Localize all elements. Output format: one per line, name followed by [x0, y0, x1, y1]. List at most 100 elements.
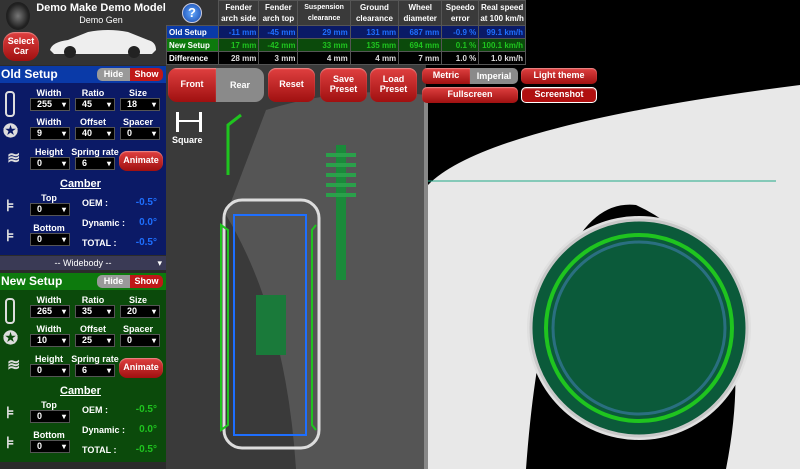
- animate-button[interactable]: Animate: [119, 358, 163, 378]
- hub: [256, 295, 286, 355]
- fullscreen-button[interactable]: Fullscreen: [422, 87, 518, 103]
- animate-button[interactable]: Animate: [119, 151, 163, 171]
- col-header: Fender arch side: [217, 0, 260, 26]
- load-preset-button[interactable]: Load Preset: [370, 68, 417, 102]
- new-setup-title: New Setup: [1, 274, 63, 288]
- rim-icon: ✪: [3, 121, 19, 141]
- car-subtitle: Demo Gen: [79, 15, 123, 25]
- cell: 131 mm: [349, 25, 400, 39]
- cell: 4 mm: [297, 51, 351, 65]
- camber-bottom-select[interactable]: 0: [30, 233, 70, 246]
- save-preset-button[interactable]: Save Preset: [320, 68, 367, 102]
- wheel-width-select[interactable]: 9: [30, 127, 70, 140]
- row-label: Difference: [166, 51, 219, 65]
- tire-icon: [5, 298, 15, 324]
- tire-ratio-select[interactable]: 35: [75, 305, 115, 318]
- square-icon[interactable]: [176, 112, 202, 132]
- spring: [326, 153, 356, 197]
- light-theme-button[interactable]: Light theme: [521, 68, 597, 84]
- tire-width-label: Width: [36, 295, 62, 305]
- total-label: TOTAL :: [82, 445, 117, 455]
- help-icon[interactable]: ?: [182, 3, 202, 23]
- offset-select[interactable]: 25: [75, 334, 115, 347]
- spring-rate-select[interactable]: 6: [75, 364, 115, 377]
- show-button[interactable]: Show: [130, 275, 163, 288]
- front-button[interactable]: Front: [168, 68, 216, 102]
- new-tire-profile: [220, 223, 317, 432]
- camber-top-icon: ⊧: [6, 198, 15, 215]
- tire-ratio-label: Ratio: [81, 295, 105, 305]
- screenshot-button[interactable]: Screenshot: [521, 87, 597, 103]
- old-rim: [551, 240, 727, 416]
- cell: -0.9 %: [441, 25, 480, 39]
- tire-ratio-select[interactable]: 45: [75, 98, 115, 111]
- camber-top-select[interactable]: 0: [30, 203, 70, 216]
- offset-label: Offset: [79, 324, 106, 334]
- show-button[interactable]: Show: [130, 68, 163, 81]
- units-toggle[interactable]: Metric Imperial: [422, 68, 518, 84]
- cell: -45 mm: [258, 25, 299, 39]
- spacer-select[interactable]: 0: [120, 127, 160, 140]
- reset-button[interactable]: Reset: [268, 68, 315, 102]
- front-rear-toggle[interactable]: Front Rear: [168, 68, 264, 102]
- car-image: [50, 30, 156, 58]
- imperial-button[interactable]: Imperial: [470, 68, 518, 84]
- cell: 17 mm: [217, 38, 260, 52]
- camber-bottom-select[interactable]: 0: [30, 440, 70, 453]
- bodykit-select[interactable]: -- Widebody --▾: [0, 256, 166, 270]
- col-header: Speedo error: [441, 0, 480, 26]
- cell: 4 mm: [349, 51, 400, 65]
- camber-bottom-icon: ⊧: [6, 435, 15, 452]
- cell: 7 mm: [398, 51, 443, 65]
- new-setup-body: Width Ratio Size 265 35 20 ✪ Width Offse…: [0, 290, 166, 462]
- offset-select[interactable]: 40: [75, 127, 115, 140]
- tire-ratio-label: Ratio: [81, 88, 105, 98]
- tire-width-select[interactable]: 255: [30, 98, 70, 111]
- tire-size-label: Size: [128, 295, 147, 305]
- car-view: [166, 65, 800, 469]
- camber-bottom-icon: ⊧: [6, 228, 15, 245]
- top-label: Top: [41, 193, 57, 203]
- spacer-label: Spacer: [122, 324, 154, 334]
- height-select[interactable]: 0: [30, 157, 70, 170]
- car-header: Demo Make Demo Model Demo Gen Select Car: [0, 0, 166, 65]
- metric-button[interactable]: Metric: [422, 68, 470, 84]
- spring-rate-select[interactable]: 6: [75, 157, 115, 170]
- hide-button[interactable]: Hide: [97, 275, 130, 288]
- height-select[interactable]: 0: [30, 364, 70, 377]
- old-setup-body: Width Ratio Size 255 45 18 ✪ Width Offse…: [0, 83, 166, 255]
- dynamic-label: Dynamic :: [82, 425, 126, 435]
- wheel-width-label: Width: [36, 324, 62, 334]
- cell: 1.0 km/h: [478, 51, 526, 65]
- camber-top-select[interactable]: 0: [30, 410, 70, 423]
- front-tire-outline: [222, 198, 321, 450]
- tire-size-select[interactable]: 20: [120, 305, 160, 318]
- col-header: Wheel diameter: [398, 0, 443, 26]
- cell: -42 mm: [258, 38, 299, 52]
- cell: 29 mm: [297, 25, 351, 39]
- camber-label: Camber: [60, 385, 101, 397]
- tire-size-select[interactable]: 18: [120, 98, 160, 111]
- oem-label: OEM :: [82, 405, 108, 415]
- hide-button[interactable]: Hide: [97, 68, 130, 81]
- cell: 0.1 %: [441, 38, 480, 52]
- spacer-select[interactable]: 0: [120, 334, 160, 347]
- col-header: Ground clearance: [349, 0, 400, 26]
- chevron-down-icon: ▾: [157, 258, 162, 268]
- col-header: Suspension clearance: [297, 0, 351, 26]
- left-panel: Demo Make Demo Model Demo Gen Select Car…: [0, 0, 166, 469]
- select-car-button[interactable]: Select Car: [3, 32, 39, 61]
- cell: 694 mm: [398, 38, 443, 52]
- tire-width-select[interactable]: 265: [30, 305, 70, 318]
- row-label: Old Setup: [166, 25, 219, 39]
- view-divider[interactable]: [424, 100, 428, 469]
- wheel-width-select[interactable]: 10: [30, 334, 70, 347]
- old-tire-profile: [233, 214, 307, 436]
- rear-button[interactable]: Rear: [216, 68, 264, 102]
